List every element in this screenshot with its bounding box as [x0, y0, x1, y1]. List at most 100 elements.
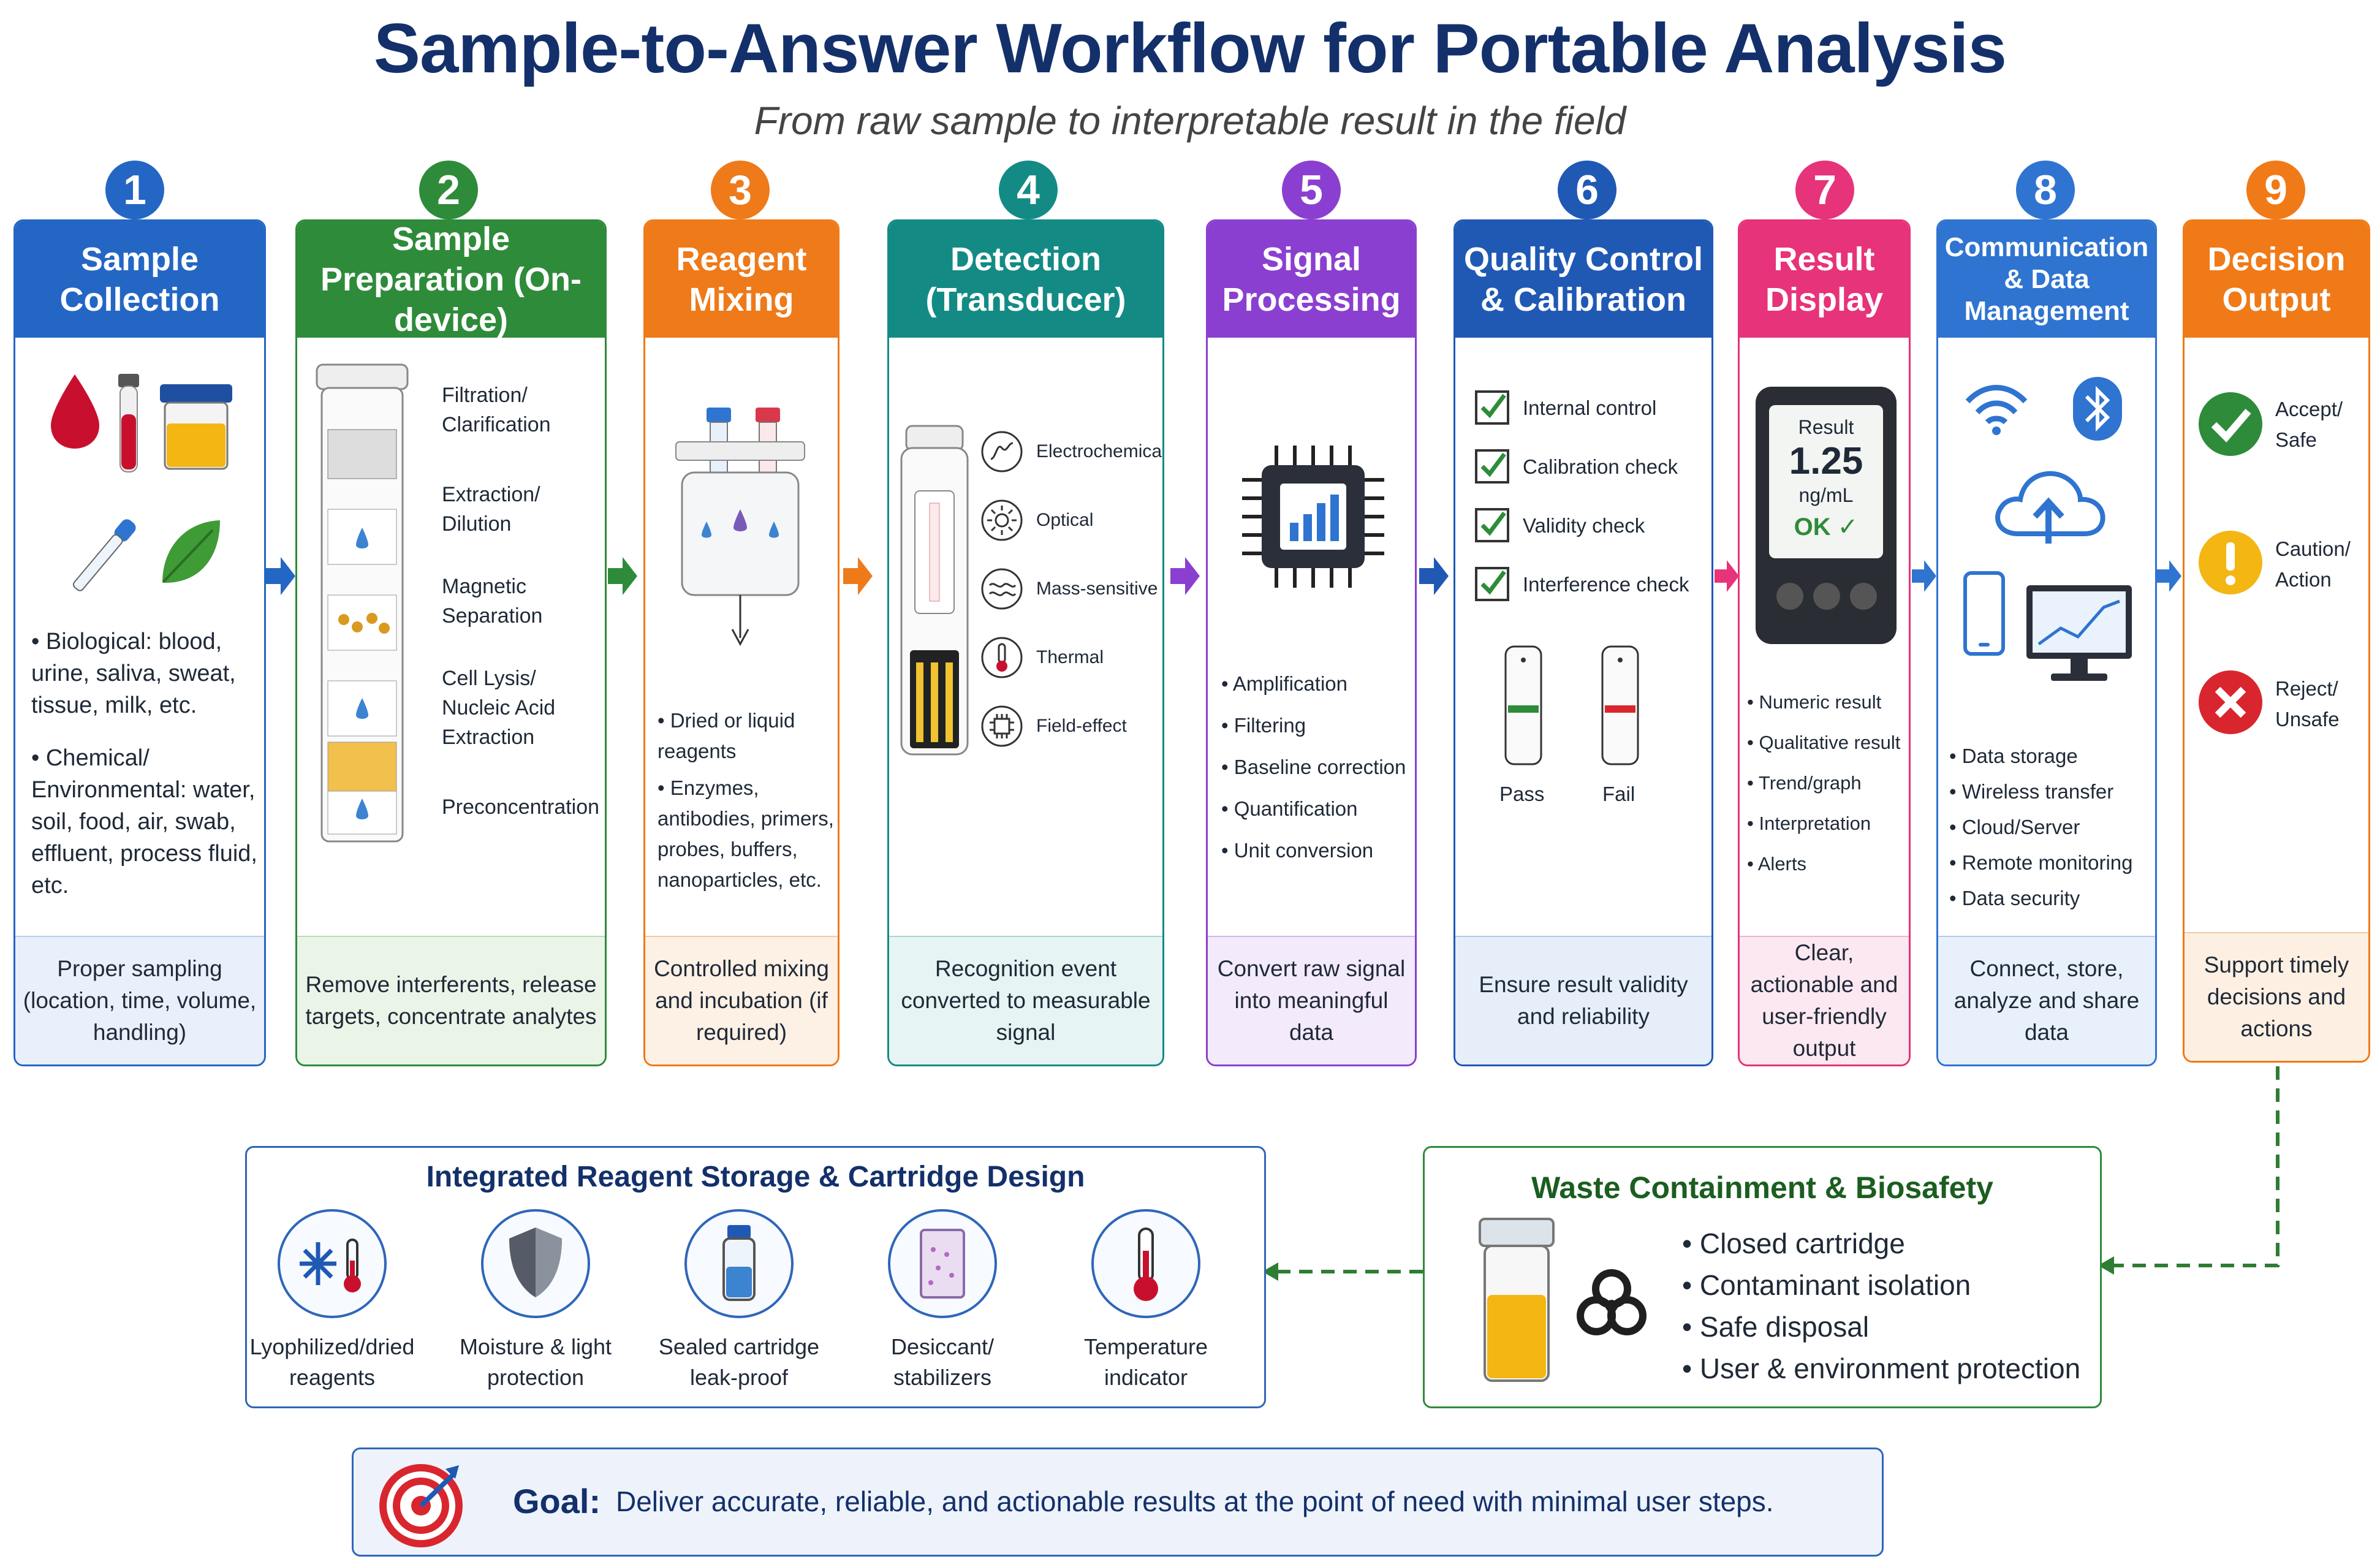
storage-icon-frame: [1091, 1209, 1200, 1318]
electrochemical-icon: [981, 431, 1023, 472]
screen-status: OK ✓: [1794, 514, 1859, 541]
step-badge: 5: [1282, 161, 1341, 219]
waste-jar-icon: [1479, 1218, 1555, 1382]
monitor-chart-icon: [2026, 585, 2132, 681]
storage-icon-frame: [481, 1209, 590, 1318]
step-card-sample-preparation: Sample Preparation (On-device) Filtratio…: [295, 219, 607, 1066]
signal-bullet: • Baseline correction: [1221, 756, 1406, 778]
reagent-bullet-types: • Enzymes, antibodies, primers, probes, …: [658, 776, 834, 891]
storage-card: Integrated Reagent Storage & Cartridge D…: [245, 1146, 1266, 1408]
storage-icon-frame: [888, 1209, 997, 1318]
snowflake-thermometer-icon: [300, 1239, 361, 1292]
step-card-reagent-mixing: Reagent Mixing • Dried or liquid reagent…: [643, 219, 839, 1066]
step-footer: Support timely decisions and actions: [2185, 932, 2368, 1061]
signal-bullet: • Amplification: [1221, 672, 1347, 695]
comm-bullet: • Data storage: [1949, 745, 2078, 767]
reader-screen: Result 1.25 ng/mL OK ✓: [1769, 405, 1883, 558]
step-badge: 6: [1558, 161, 1616, 219]
reader-button: [1850, 583, 1877, 610]
reject-x-icon: [2199, 670, 2262, 734]
step-badge: 7: [1795, 161, 1854, 219]
checkbox-checked-icon: [1475, 567, 1509, 601]
cloud-upload-icon: [1995, 471, 2105, 544]
goal-text: Deliver accurate, reliable, and actionab…: [616, 1485, 1774, 1517]
urine-cup-icon: [160, 384, 232, 470]
detection-label-optical: Optical: [1036, 510, 1094, 530]
qc-pass-label: Pass: [1499, 783, 1545, 805]
fail-strip-icon: [1601, 645, 1639, 765]
checkbox-checked-icon: [1475, 449, 1509, 484]
leaf-icon: [162, 520, 220, 583]
thermometer-icon: [1134, 1227, 1158, 1301]
step-badge: 9: [2246, 161, 2305, 219]
prep-label-magnetic: Magnetic Separation: [442, 575, 543, 628]
display-bullet: • Qualitative result: [1747, 732, 1901, 753]
qc-fail-label: Fail: [1602, 783, 1635, 805]
blood-drop-icon: [51, 374, 99, 449]
storage-icon-frame: [278, 1209, 387, 1318]
signal-bullet: • Filtering: [1221, 714, 1306, 737]
flow-arrow-icon: [1419, 557, 1449, 595]
step-footer: Proper sampling (location, time, volume,…: [15, 936, 264, 1064]
step-badge: 3: [711, 161, 770, 219]
screen-value: 1.25: [1789, 440, 1863, 482]
waste-bullet: • Closed cartridge: [1682, 1227, 1905, 1259]
prep-label-preconcentration: Preconcentration: [442, 795, 600, 819]
caution-icon: [2199, 531, 2262, 594]
optical-icon: [981, 499, 1023, 541]
flow-arrow-icon: [608, 557, 637, 595]
goal-label: Goal:: [513, 1482, 601, 1520]
swab-icon: [72, 519, 136, 591]
step-title: Quality Control & Calibration: [1455, 221, 1711, 338]
waste-bullet: • Safe disposal: [1682, 1311, 1870, 1343]
detection-label-mass-sensitive: Mass-sensitive: [1036, 579, 1158, 599]
smartphone-icon: [1963, 571, 2005, 656]
comm-bullet: • Remote monitoring: [1949, 851, 2133, 874]
desiccant-pack-icon: [920, 1229, 965, 1299]
comm-bullet: • Wireless transfer: [1949, 780, 2114, 803]
step-title: Decision Output: [2185, 221, 2368, 338]
signal-bullet: • Unit conversion: [1221, 839, 1374, 862]
flow-arrow-icon: [266, 557, 295, 595]
checkbox-checked-icon: [1475, 508, 1509, 542]
storage-item-label: Lyophilized/dried reagents: [249, 1334, 415, 1390]
comm-bullet: • Data security: [1949, 887, 2080, 909]
step-footer: Connect, store, analyze and share data: [1938, 936, 2155, 1064]
step-footer: Convert raw signal into meaningful data: [1208, 936, 1415, 1064]
prep-label-filtration: Filtration/ Clarification: [442, 384, 551, 436]
waste-bullet: • Contaminant isolation: [1682, 1269, 1971, 1301]
wifi-icon: [1965, 385, 2028, 435]
storage-item-label: Temperature indicator: [1083, 1334, 1208, 1390]
waste-card: Waste Containment & Biosafety • Closed c…: [1423, 1146, 2102, 1408]
step-title: Communication & Data Management: [1938, 221, 2155, 338]
flow-arrow-icon: [1912, 560, 1936, 592]
step-card-signal-processing: Signal Processing • Amplification • Filt…: [1206, 219, 1417, 1066]
detection-label-electrochemical: Electrochemical: [1036, 441, 1164, 461]
detection-label-field-effect: Field-effect: [1036, 716, 1127, 736]
pass-strip-icon: [1504, 645, 1542, 765]
reagent-bullet-form: • Dried or liquid reagents: [658, 709, 795, 762]
step-title: Detection (Transducer): [889, 221, 1162, 338]
goal-banner: Goal: Deliver accurate, reliable, and ac…: [352, 1447, 1884, 1557]
dashed-connector: [2098, 1066, 2280, 1275]
step-footer: Ensure result validity and reliability: [1455, 936, 1711, 1064]
storage-item-label: Desiccant/ stabilizers: [890, 1334, 995, 1390]
thermal-icon: [981, 637, 1023, 678]
comm-bullet: • Cloud/Server: [1949, 816, 2080, 838]
flow-arrow-icon: [843, 557, 873, 595]
storage-title: Integrated Reagent Storage & Cartridge D…: [426, 1161, 1085, 1193]
mixing-chamber-icon: [675, 408, 805, 647]
step-badge: 2: [419, 161, 478, 219]
qc-check-label: Interference check: [1523, 573, 1689, 596]
display-bullet: • Numeric result: [1747, 691, 1882, 713]
screen-label: Result: [1798, 416, 1854, 438]
qc-check-label: Internal control: [1523, 396, 1657, 419]
step-title: Result Display: [1740, 221, 1909, 338]
storage-icon-frame: [684, 1209, 794, 1318]
waste-title: Waste Containment & Biosafety: [1531, 1171, 1993, 1205]
qc-check-label: Validity check: [1523, 514, 1645, 537]
sample-bullet-biological: • Biological: blood, urine, saliva, swea…: [31, 629, 236, 718]
reader-button: [1813, 583, 1840, 610]
signal-bullet: • Quantification: [1221, 797, 1358, 820]
prep-label-extraction: Extraction/ Dilution: [442, 483, 540, 536]
